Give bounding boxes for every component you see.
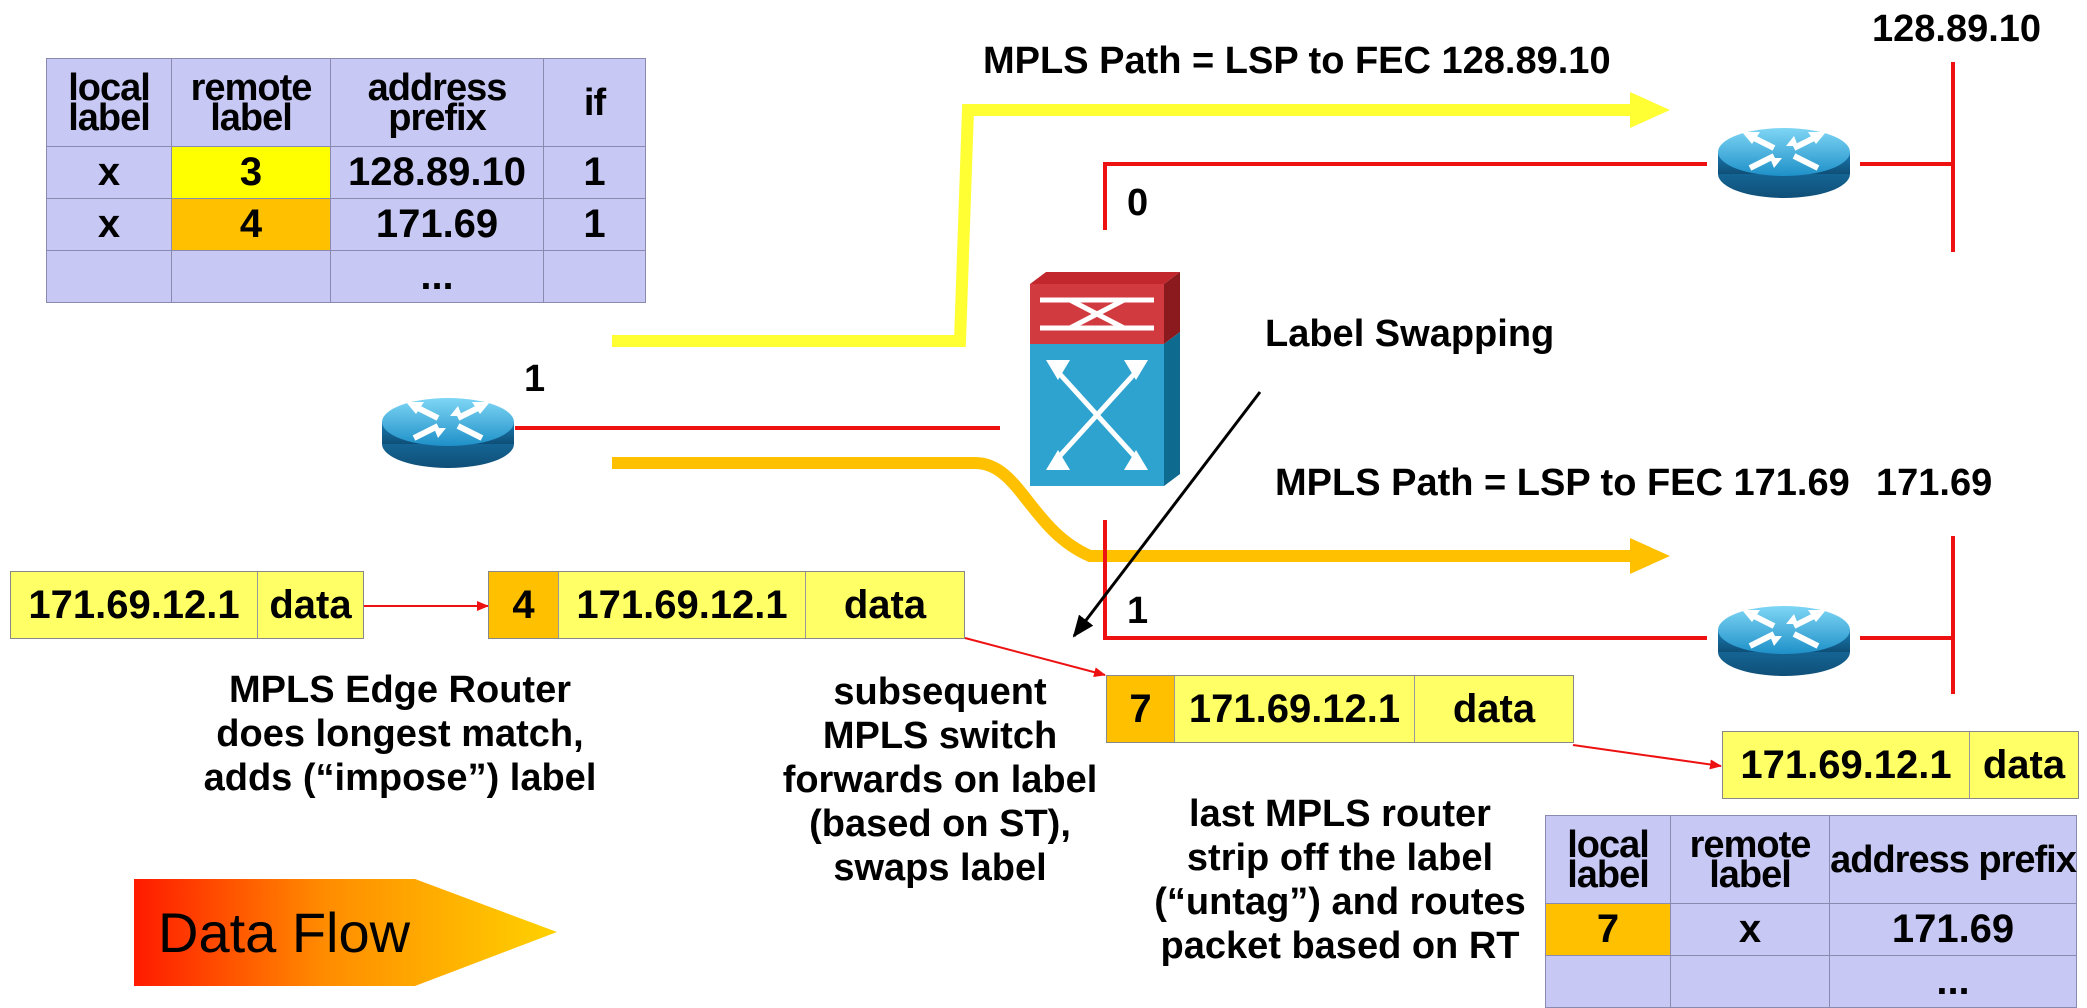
packet-address: 171.69.12.1 <box>1175 676 1415 742</box>
table-cell: 7 <box>1545 903 1671 956</box>
atm-switch-icon <box>1030 272 1180 486</box>
data-flow-label: Data Flow <box>158 901 411 964</box>
interface-switch-bottom: 1 <box>1127 590 1149 632</box>
packet-data: data <box>1452 686 1536 731</box>
router-icon-egress-bottom <box>1718 606 1850 676</box>
table-cell <box>1670 955 1830 1008</box>
table-cell <box>171 250 331 303</box>
table-cell: ... <box>1829 955 2077 1008</box>
lsp-bottom-path <box>612 457 1630 562</box>
table-cell: x <box>46 198 172 251</box>
table-cell: x <box>1670 903 1830 956</box>
packet-unlabeled-in: 171.69.12.1 data <box>10 571 364 639</box>
table-cell: 4 <box>171 198 331 251</box>
table-cell <box>1545 955 1671 1008</box>
table-cell: 1 <box>543 198 646 251</box>
packet-address: 171.69.12.1 <box>559 572 806 638</box>
table-cell: 128.89.10 <box>330 146 544 199</box>
label-swapping-text: Label Swapping <box>1265 313 1555 355</box>
lsp-bottom-arrowhead <box>1630 538 1670 574</box>
header-remote-label: remote label <box>171 58 331 147</box>
table-cell: 3 <box>171 146 331 199</box>
destination-top: 128.89.10 <box>1872 8 2042 50</box>
packet-unlabeled-out: 171.69.12.1 data <box>1722 731 2079 799</box>
header-local-label: local label <box>1545 815 1671 904</box>
link-switch-top-router <box>1103 162 1707 230</box>
label-swapping-arrow <box>1072 391 1262 638</box>
packet-data: data <box>843 582 927 627</box>
header-address-prefix: address prefix <box>330 58 544 147</box>
packet-label: 4 <box>489 572 559 638</box>
packet-data: data <box>1982 742 2066 787</box>
interface-ingress: 1 <box>524 358 546 400</box>
caption-edge-router: MPLS Edge Router does longest match, add… <box>203 669 597 799</box>
router-icon-ingress <box>382 398 514 468</box>
ingress-label-table: local label remote label address prefix … <box>46 58 646 303</box>
packet-label: 7 <box>1107 676 1175 742</box>
table-cell: 171.69 <box>1829 903 2077 956</box>
lsp-top-arrowhead <box>1630 92 1670 128</box>
header-if: if <box>543 58 646 147</box>
table-cell: 1 <box>543 146 646 199</box>
interface-switch-top: 0 <box>1127 182 1149 224</box>
lsp-top-label: MPLS Path = LSP to FEC 128.89.10 <box>983 40 1611 82</box>
packet-labeled-4: 4 171.69.12.1 data <box>488 571 965 639</box>
caption-last-router: last MPLS router strip off the label (“u… <box>1154 793 1526 967</box>
packet-address: 171.69.12.1 <box>1723 732 1970 798</box>
table-cell: ... <box>330 250 544 303</box>
caption-mpls-switch: subsequent MPLS switch forwards on label… <box>782 671 1098 889</box>
table-cell <box>46 250 172 303</box>
header-local-label: local label <box>46 58 172 147</box>
packet-labeled-7: 7 171.69.12.1 data <box>1106 675 1574 743</box>
lsp-top-path <box>612 104 1630 347</box>
packet-arrow-3 <box>1572 744 1722 770</box>
egress-label-table: local label remote label address prefix … <box>1545 815 2077 1008</box>
table-cell: x <box>46 146 172 199</box>
packet-data: data <box>269 582 352 627</box>
link-switch-bottom-router <box>1103 520 1707 640</box>
header-address-prefix: address prefix <box>1829 815 2077 904</box>
packet-address: 171.69.12.1 <box>11 572 258 638</box>
packet-arrow-2 <box>964 637 1106 678</box>
header-remote-label: remote label <box>1670 815 1830 904</box>
destination-bottom: 171.69 <box>1876 462 1993 504</box>
data-flow-arrow <box>134 879 557 986</box>
table-cell <box>543 250 646 303</box>
lsp-bottom-label: MPLS Path = LSP to FEC 171.69 <box>1275 462 1850 504</box>
router-icon-egress-top <box>1718 128 1850 198</box>
table-cell: 171.69 <box>330 198 544 251</box>
